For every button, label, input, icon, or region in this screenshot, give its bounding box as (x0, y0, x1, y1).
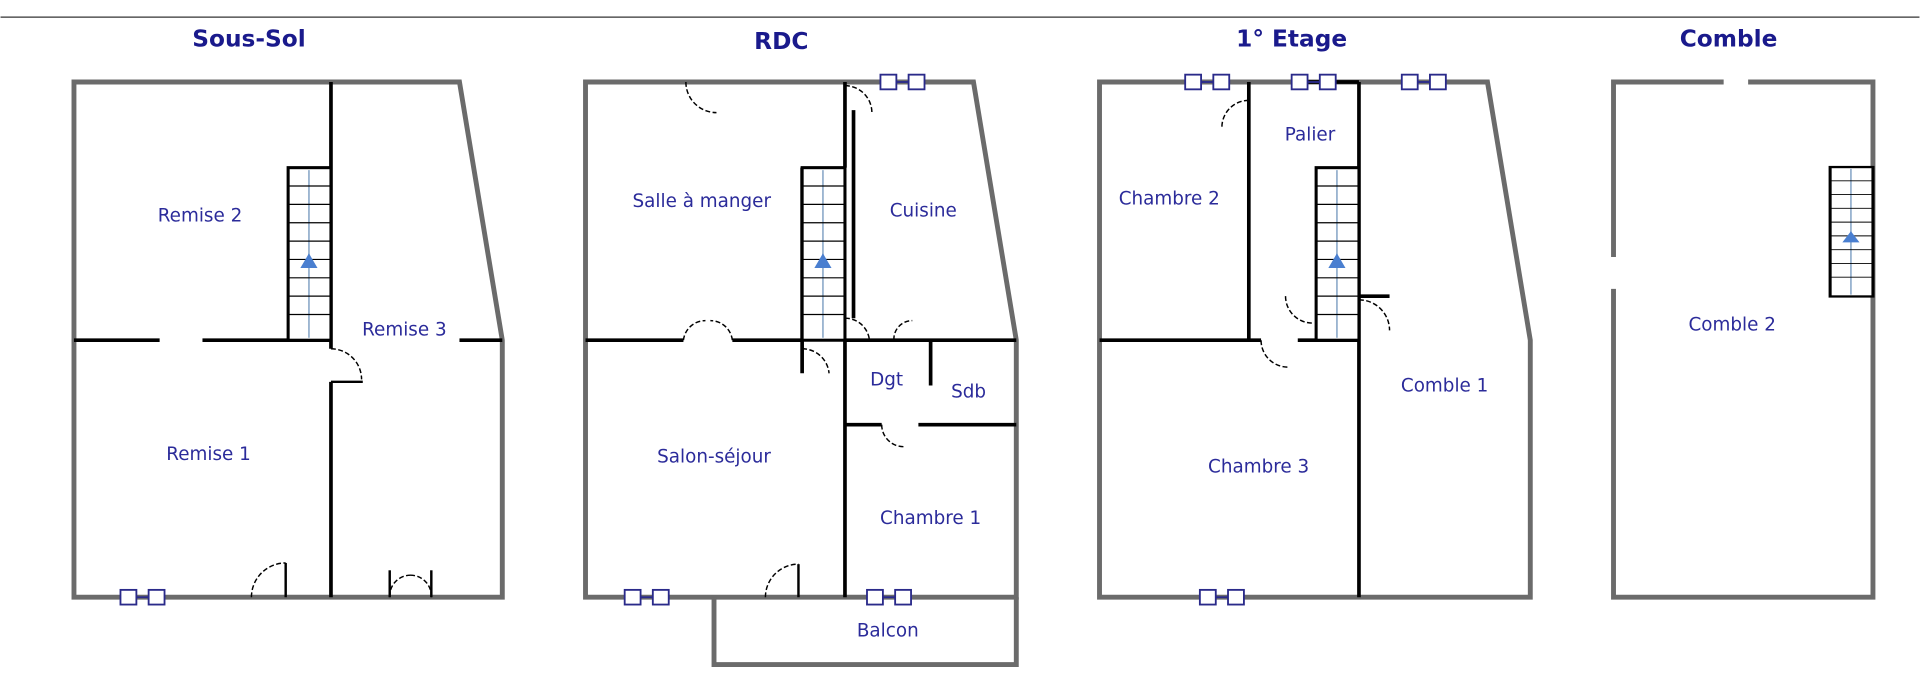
room-label: Dgt (870, 369, 903, 390)
room-label: Cuisine (890, 201, 957, 222)
room-label: Remise 3 (362, 319, 447, 340)
room-label: Remise 2 (158, 206, 243, 227)
room-label: Palier (1285, 125, 1336, 146)
stairs-icon (286, 166, 333, 342)
level-comble: Comble Comble 2 (1611, 26, 1876, 600)
window-icon (1198, 588, 1245, 606)
window-icon (1290, 73, 1337, 91)
room-label: Chambre 3 (1208, 456, 1309, 477)
level-sous-sol: Sous-Sol Remise 2 Remise 3 Remise 1 (71, 26, 505, 606)
room-label: Salle à manger (633, 191, 772, 212)
room-label: Remise 1 (166, 444, 251, 465)
window-icon (1400, 73, 1447, 91)
level-title: Comble (1680, 26, 1778, 53)
window-icon (879, 73, 926, 91)
room-label: Balcon (857, 620, 919, 641)
stairs-icon (800, 166, 847, 342)
level-1-etage: 1° Etage Palier Chambre 2 Chambre 3 Comb… (1097, 26, 1533, 606)
level-title: RDC (754, 28, 808, 55)
window-icon (623, 588, 670, 606)
room-label: Comble 1 (1401, 376, 1488, 397)
stairs-icon (1314, 166, 1361, 342)
room-label: Comble 2 (1688, 314, 1775, 335)
level-title: Sous-Sol (192, 26, 305, 53)
room-label: Sdb (951, 382, 986, 403)
window-icon (119, 588, 166, 606)
room-label: Chambre 2 (1119, 188, 1220, 209)
window-icon (866, 588, 912, 606)
level-rdc: RDC Salle à manger Cuisine Dgt Sdb Salon… (583, 28, 1019, 667)
room-label: Salon-séjour (657, 447, 771, 468)
room-label: Chambre 1 (880, 508, 981, 529)
window-icon (1184, 73, 1231, 91)
stairs-icon (1828, 165, 1875, 298)
level-title: 1° Etage (1236, 26, 1347, 53)
